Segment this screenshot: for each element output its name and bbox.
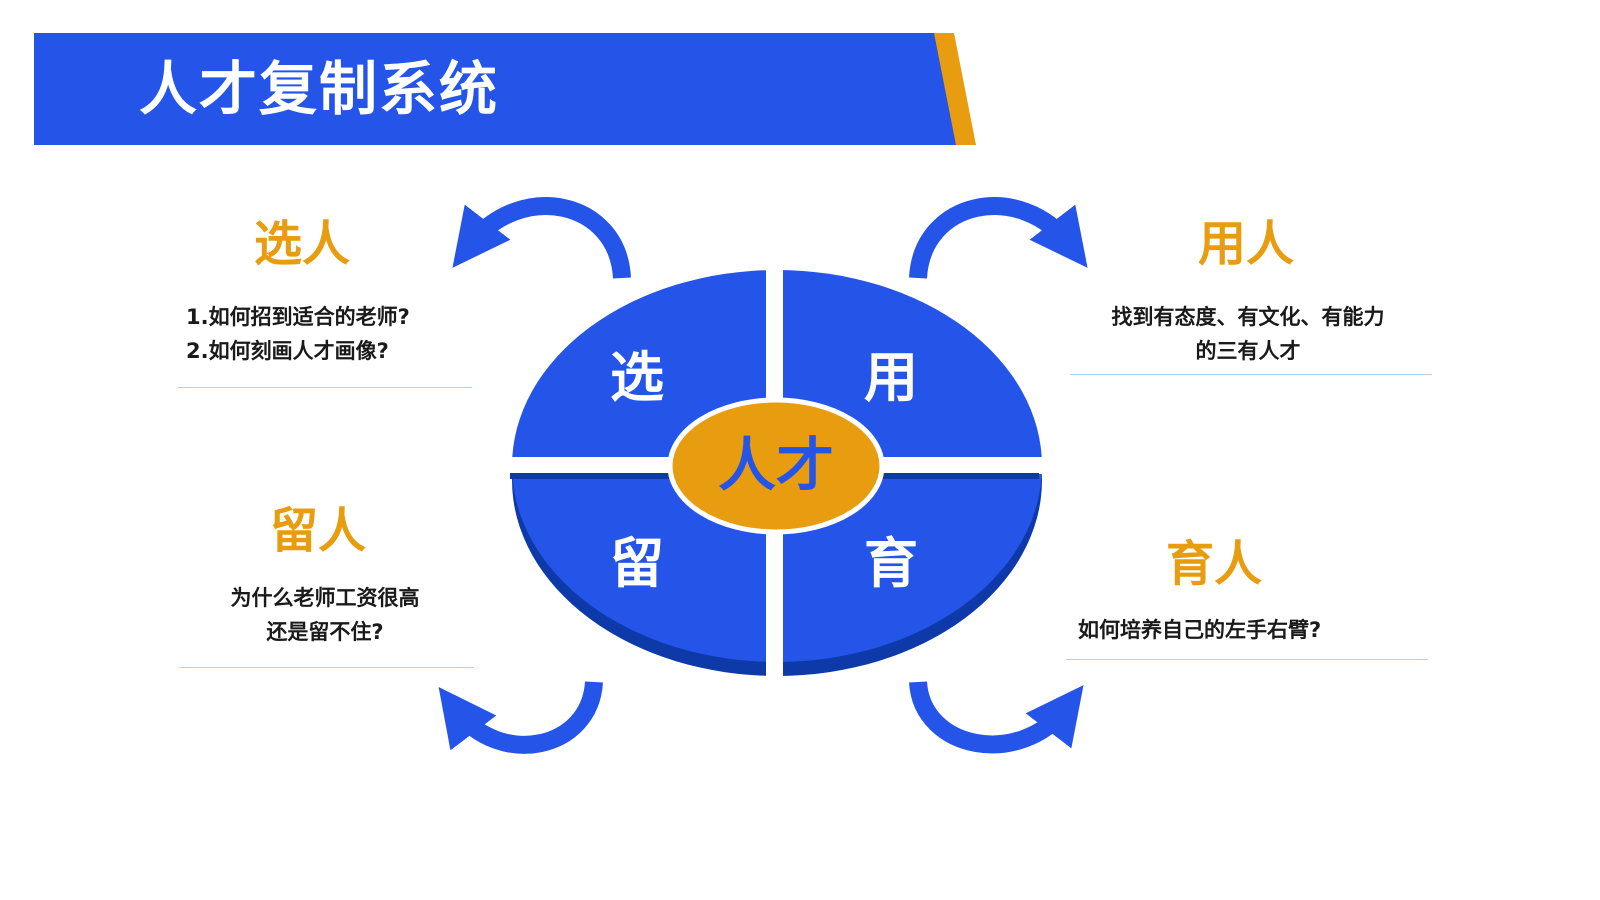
develop-section-line-1: 如何培养自己的左手右臂? bbox=[1078, 618, 1322, 642]
select-section-title: 选人 bbox=[254, 216, 351, 272]
arrow-top-right-icon bbox=[909, 197, 1088, 279]
quadrant-develop-label: 育 bbox=[864, 532, 918, 595]
quadrant-select-label: 选 bbox=[610, 346, 664, 409]
use-section-line-2: 的三有人才 bbox=[1195, 339, 1301, 363]
develop-section-title: 育人 bbox=[1166, 536, 1263, 592]
arrow-top-left-icon bbox=[452, 197, 631, 279]
use-section-title: 用人 bbox=[1198, 216, 1295, 272]
retain-section-title: 留人 bbox=[270, 503, 367, 559]
page-title: 人才复制系统 bbox=[139, 55, 500, 123]
develop-section-divider bbox=[1066, 659, 1428, 660]
select-section-line-1: 1.如何招到适合的老师? bbox=[186, 305, 410, 329]
retain-section-divider bbox=[180, 667, 474, 668]
retain-section-line-1: 为什么老师工资很高 bbox=[230, 586, 420, 610]
center-hub bbox=[667, 397, 885, 535]
arrow-bottom-right-icon bbox=[909, 680, 1084, 754]
retain-section-line-2: 还是留不住? bbox=[266, 620, 384, 644]
center-label: 人才 bbox=[717, 431, 834, 499]
use-section-line-1: 找到有态度、有文化、有能力 bbox=[1111, 305, 1385, 329]
quadrant-retain-label: 留 bbox=[610, 532, 664, 595]
use-section-divider bbox=[1070, 374, 1432, 375]
quadrant-use-label: 用 bbox=[864, 346, 918, 409]
select-section-divider bbox=[178, 387, 472, 388]
arrow-bottom-left-icon bbox=[438, 680, 603, 754]
select-section-line-2: 2.如何刻画人才画像? bbox=[186, 339, 389, 363]
banner-shape bbox=[34, 33, 976, 145]
header-banner: 人才复制系统 bbox=[34, 33, 1000, 145]
